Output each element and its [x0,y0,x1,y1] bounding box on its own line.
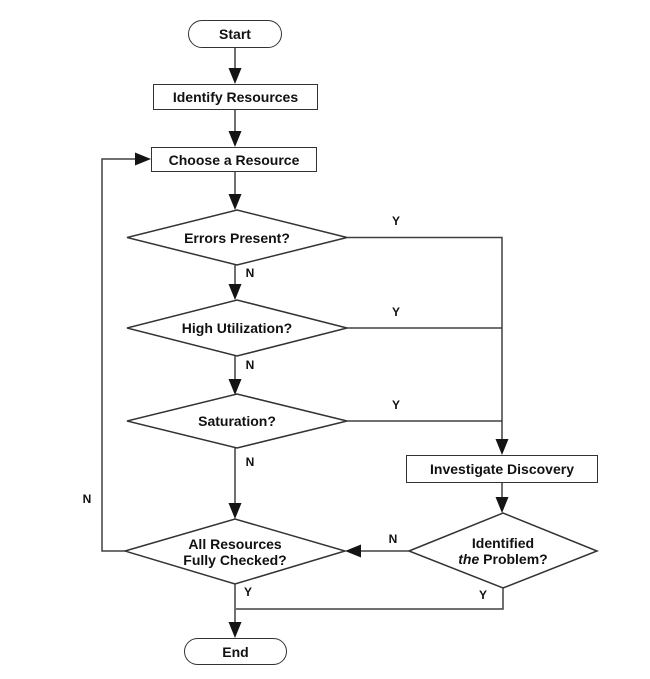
label-saturation-no: N [245,455,255,469]
node-identified-problem-line2: the Problem? [458,551,547,567]
node-end: End [184,638,287,665]
edge-errors-investigate-y [347,236,503,441]
arrowhead-down-icon [228,284,242,300]
connectors [101,48,504,624]
node-choose-resource: Choose a Resource [151,147,317,172]
node-identified-problem: Identified the Problem? [409,513,597,588]
node-errors-present: Errors Present? [127,210,347,265]
arrowhead-right-icon [135,152,151,166]
arrowhead-down-icon [228,379,242,395]
node-high-utilization: High Utilization? [127,300,347,356]
node-identified-problem-line1: Identified [471,534,535,551]
node-all-resources-line2: Fully Checked? [183,551,287,568]
edge-identified-end-y [236,588,504,610]
node-all-resources-checked: All Resources Fully Checked? [125,519,345,584]
label-errors-no: N [245,266,255,280]
node-end-label: End [222,643,249,660]
label-errors-yes: Y [391,214,400,228]
label-high-utilization-no: N [245,358,255,372]
node-saturation: Saturation? [127,394,347,448]
decision-shapes [122,209,600,589]
label-loop-no: N [82,492,92,506]
arrowhead-down-icon [228,194,242,210]
arrowhead-down-icon [495,439,509,455]
arrowheads [135,68,509,638]
arrowhead-left-icon [345,544,361,558]
node-investigate-discovery: Investigate Discovery [406,455,598,483]
label-all-resources-yes: Y [243,585,252,599]
node-saturation-label: Saturation? [198,413,276,429]
node-identified-problem-rest: Problem? [479,550,548,567]
arrowhead-down-icon [228,68,242,84]
label-identified-no: N [388,532,398,546]
label-identified-yes: Y [478,588,487,602]
node-identify-resources-label: Identify Resources [172,89,299,105]
node-identified-problem-the: the [458,550,480,567]
label-saturation-yes: Y [391,398,400,412]
label-high-utilization-yes: Y [391,305,400,319]
edge-allres-choose-n-loop [101,158,137,552]
node-high-utilization-label: High Utilization? [181,320,293,336]
node-choose-resource-label: Choose a Resource [168,151,300,168]
node-investigate-discovery-label: Investigate Discovery [430,461,574,477]
node-start-label: Start [219,26,251,42]
identified-problem-diamond [406,512,600,589]
arrowhead-down-icon [228,503,242,519]
arrowhead-down-icon [228,622,242,638]
node-errors-present-label: Errors Present? [184,229,290,246]
arrowhead-down-icon [495,497,509,513]
arrowhead-down-icon [228,131,242,147]
node-identify-resources: Identify Resources [153,84,318,110]
node-start: Start [188,20,282,48]
node-all-resources-line1: All Resources [188,535,282,552]
